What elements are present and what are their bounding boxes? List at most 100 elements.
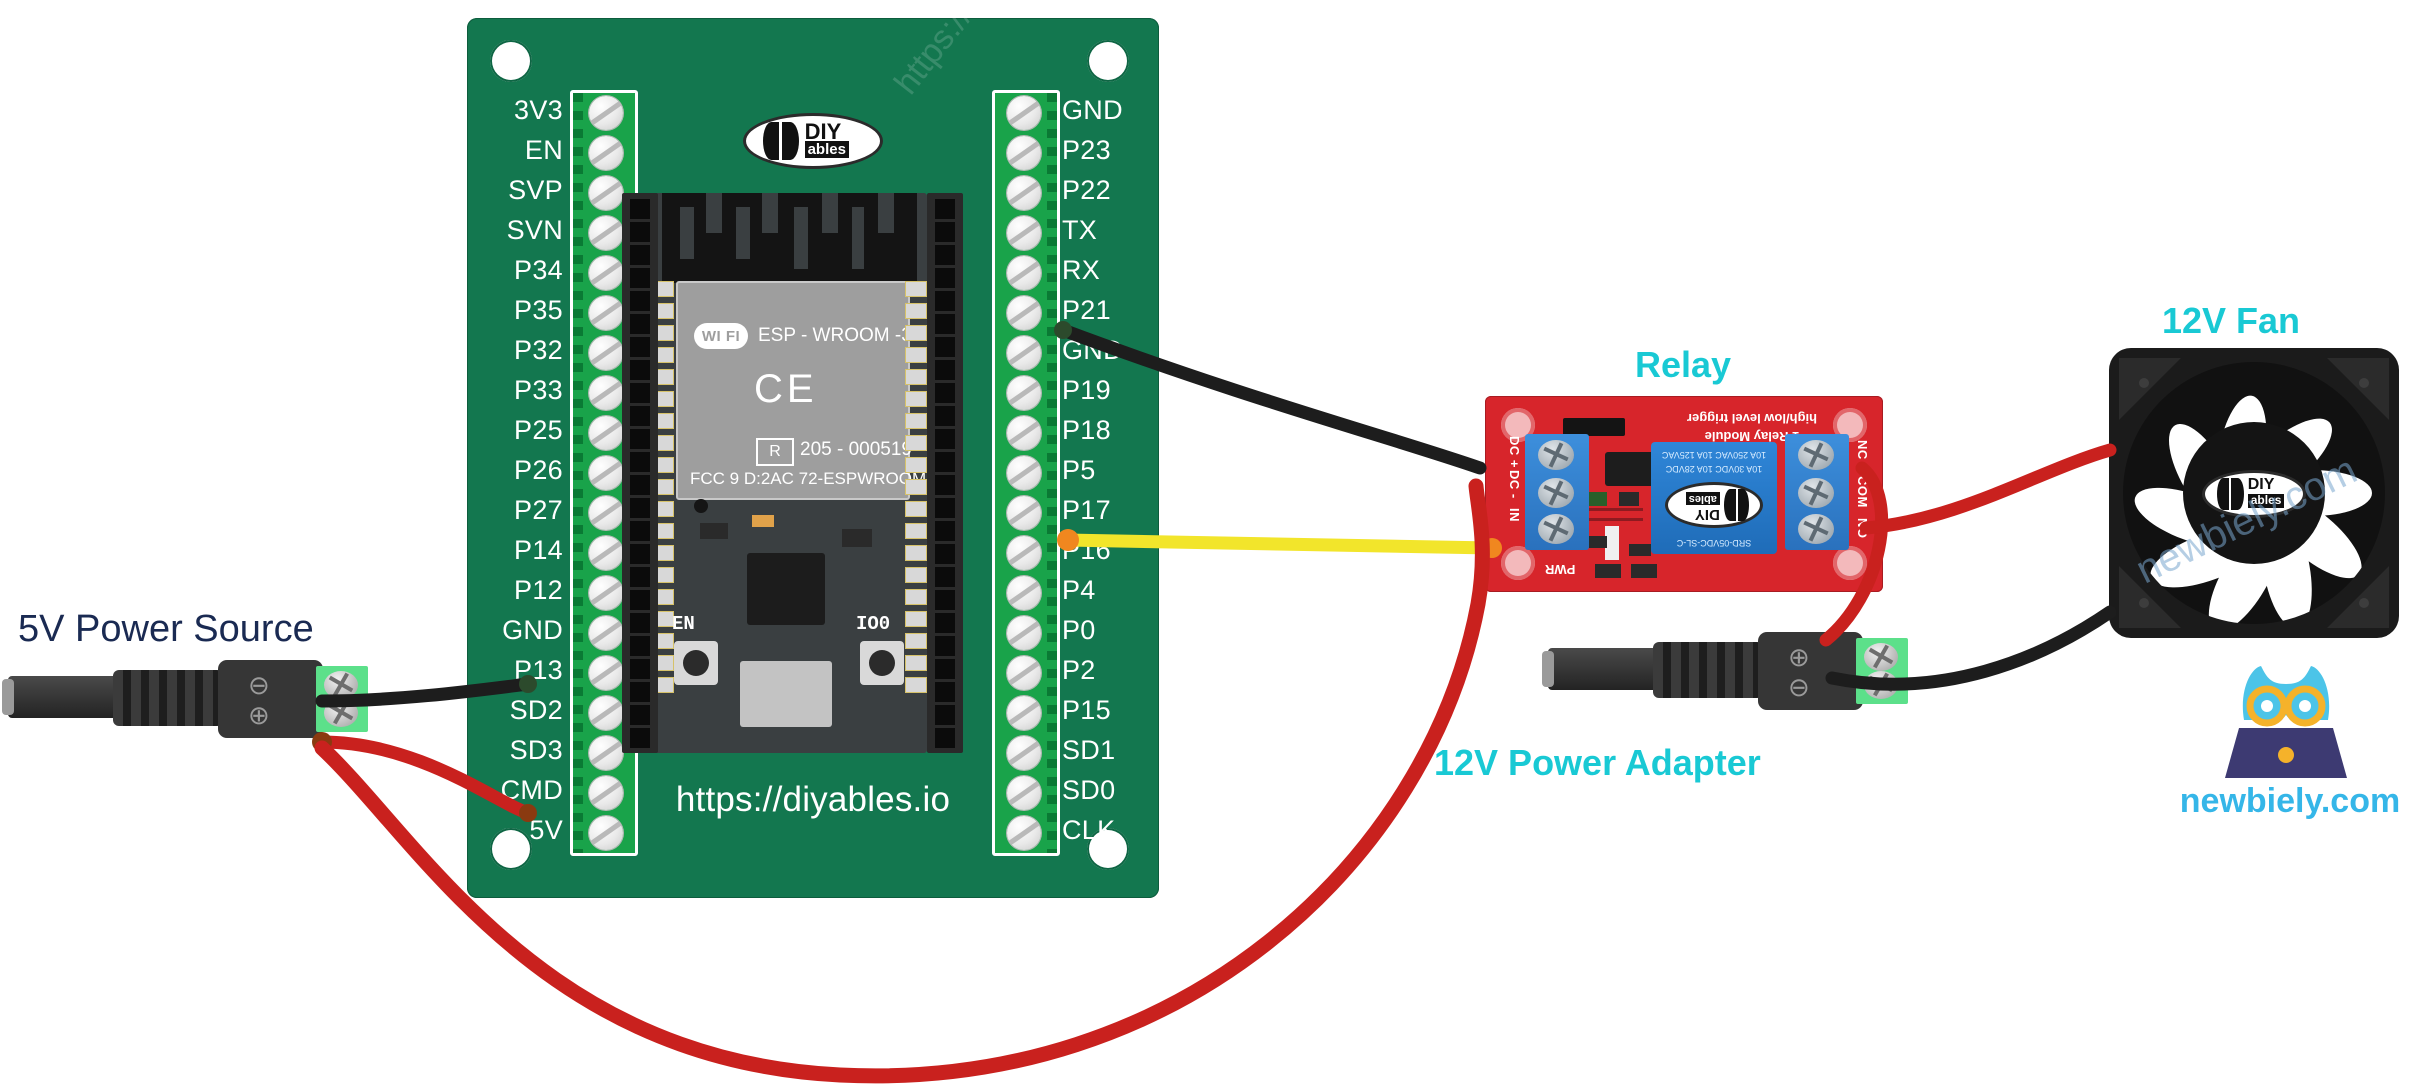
screw-terminal-p15[interactable] [1007, 696, 1041, 730]
screw-terminal-sd3[interactable] [589, 736, 623, 770]
pin-label-tx: TX [1062, 215, 1098, 245]
screw-terminal-p23[interactable] [1007, 136, 1041, 170]
relay-output-terminal-block[interactable] [1785, 434, 1849, 550]
header-hole [630, 705, 650, 725]
jack-screw-terminal[interactable] [1856, 638, 1908, 704]
pin-label-p23: P23 [1062, 135, 1111, 165]
jack-barrel [1542, 648, 1658, 690]
jumper-header [1563, 418, 1625, 436]
terminal-screw[interactable] [1538, 478, 1574, 508]
terminal-label-no: NO [1855, 518, 1870, 539]
header-hole [630, 337, 650, 357]
terminal-screw[interactable] [1798, 514, 1834, 544]
pin1-dot-icon [694, 499, 708, 513]
en-button-label: EN [672, 613, 695, 635]
terminal-screw[interactable] [1864, 643, 1898, 671]
screw-terminal-p14[interactable] [589, 536, 623, 570]
module-part-name: ESP - WROOM -32 [758, 325, 923, 346]
screw-terminal-gnd[interactable] [1007, 96, 1041, 130]
header-hole [935, 291, 955, 311]
io0-button[interactable] [860, 641, 904, 685]
screw-terminal-tx[interactable] [1007, 216, 1041, 250]
module-pad [905, 677, 927, 693]
screw-terminal-gnd[interactable] [1007, 336, 1041, 370]
screw-terminal-p26[interactable] [589, 456, 623, 490]
screw-terminal-sd1[interactable] [1007, 736, 1041, 770]
terminal-screw[interactable] [324, 671, 358, 699]
esp32-board: https://diyables.io https://diyables.io … [467, 0, 1159, 898]
relay-input-terminal-block[interactable] [1525, 434, 1589, 550]
screw-terminal-p19[interactable] [1007, 376, 1041, 410]
polarity-negative-icon: ⊖ [248, 670, 270, 700]
screw-terminal-p21[interactable] [1007, 296, 1041, 330]
relay-silkscreen-line: high/low level trigger [1686, 411, 1818, 427]
fan-screw-hole [2359, 378, 2369, 388]
screw-terminal-p16[interactable] [1007, 536, 1041, 570]
module-pad [905, 347, 927, 363]
screw-terminal-p34[interactable] [589, 256, 623, 290]
screw-terminal-p13[interactable] [589, 656, 623, 690]
relay-part-number: SRD-05VDC-SL-C [1676, 538, 1752, 548]
pin-label-p4: P4 [1062, 575, 1096, 605]
fan-screw-hole [2139, 378, 2149, 388]
screw-terminal-p22[interactable] [1007, 176, 1041, 210]
pin-label-p16: P16 [1062, 535, 1111, 565]
module-pad [905, 325, 927, 341]
screw-terminal-3v3[interactable] [589, 96, 623, 130]
module-pad [905, 523, 927, 539]
screw-terminal-p18[interactable] [1007, 416, 1041, 450]
polarity-positive-icon: ⊕ [248, 700, 270, 730]
header-hole [630, 429, 650, 449]
screw-terminal-p27[interactable] [589, 496, 623, 530]
pcb-antenna [662, 193, 917, 283]
screw-terminal-p32[interactable] [589, 336, 623, 370]
en-button[interactable] [674, 641, 718, 685]
screw-terminal-p25[interactable] [589, 416, 623, 450]
screw-terminal-svn[interactable] [589, 216, 623, 250]
terminal-screw[interactable] [1538, 514, 1574, 544]
usb-uart-chip [747, 553, 825, 625]
screw-terminal-p33[interactable] [589, 376, 623, 410]
screw-terminal-en[interactable] [589, 136, 623, 170]
terminal-screw[interactable] [1864, 671, 1898, 699]
screw-terminal-p2[interactable] [1007, 656, 1041, 690]
pin-label-p13: P13 [514, 655, 563, 685]
screw-terminal-p0[interactable] [1007, 616, 1041, 650]
screw-terminal-p35[interactable] [589, 296, 623, 330]
screw-terminal-svp[interactable] [589, 176, 623, 210]
board-watermark: https://diyables.io [887, 0, 1079, 102]
pin-label-clk: CLK [1062, 815, 1116, 845]
header-hole [630, 452, 650, 472]
screw-terminal-rx[interactable] [1007, 256, 1041, 290]
newbiely-site-label: newbiely.com [2179, 782, 2401, 820]
screw-terminal-p12[interactable] [589, 576, 623, 610]
fan-screw-hole [2139, 598, 2149, 608]
pin-label-p22: P22 [1062, 175, 1111, 205]
terminal-screw[interactable] [1798, 478, 1834, 508]
terminal-screw[interactable] [324, 699, 358, 727]
header-hole [630, 222, 650, 242]
screw-terminal-p5[interactable] [1007, 456, 1041, 490]
terminal-label-dc-plus: DC + [1507, 436, 1522, 468]
optocoupler-ic [1605, 452, 1657, 486]
jack-screw-terminal[interactable] [316, 666, 368, 732]
jack-body [218, 660, 323, 738]
dc-jack-12v: ⊕ ⊖ [1542, 622, 1918, 722]
screw-terminal-p17[interactable] [1007, 496, 1041, 530]
header-hole [630, 590, 650, 610]
module-pad [905, 501, 927, 517]
screw-terminal-p4[interactable] [1007, 576, 1041, 610]
diyables-logo: DIY ables [743, 113, 883, 169]
pin-label-5v: 5V [529, 815, 563, 845]
terminal-screw[interactable] [1538, 440, 1574, 470]
pin-label-p26: P26 [514, 455, 563, 485]
screw-terminal-gnd[interactable] [589, 616, 623, 650]
header-hole [630, 498, 650, 518]
screw-terminal-5v[interactable] [589, 816, 623, 850]
screw-terminal-clk[interactable] [1007, 816, 1041, 850]
pin-label-p19: P19 [1062, 375, 1111, 405]
screw-terminal-sd2[interactable] [589, 696, 623, 730]
terminal-screw[interactable] [1798, 440, 1834, 470]
